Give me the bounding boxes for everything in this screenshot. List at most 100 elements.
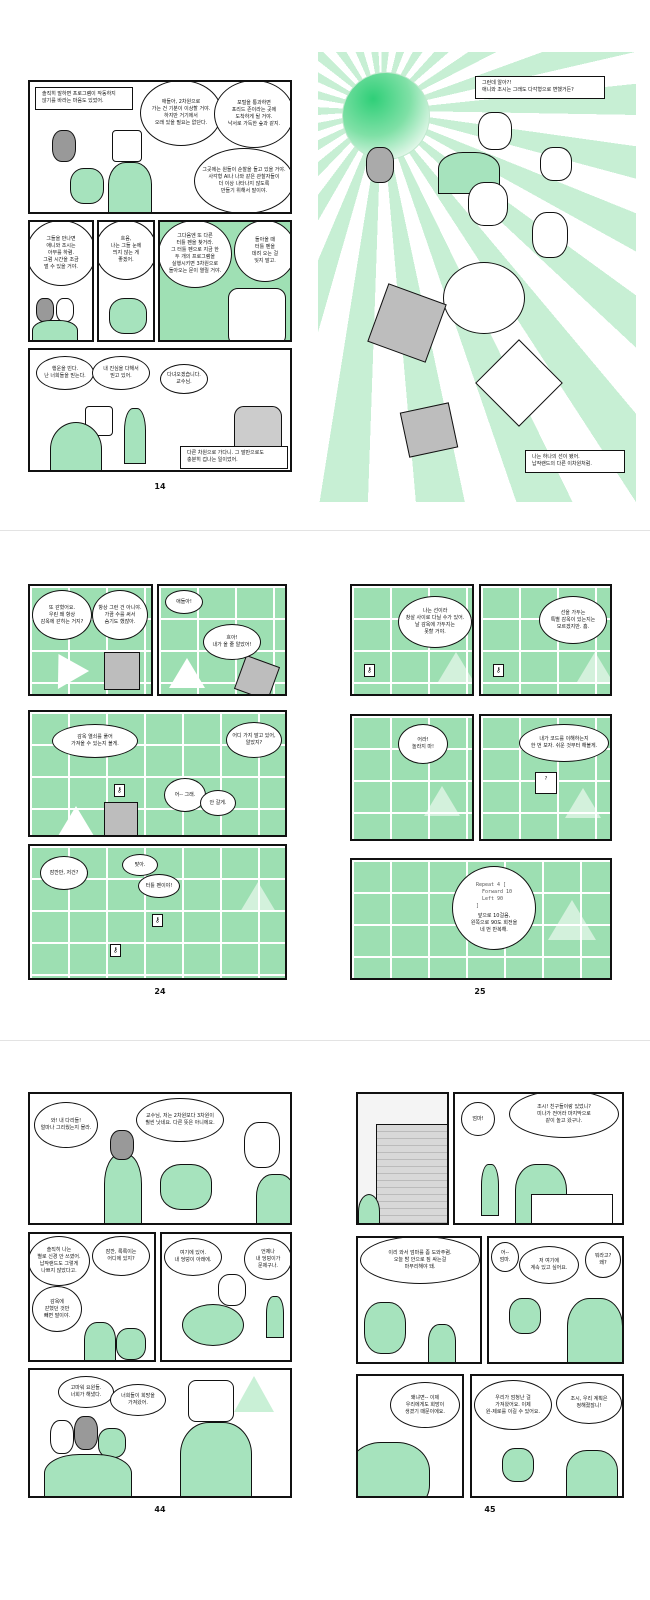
speech-bubble: 조시, 우리 계획은 정해졌잖니! — [556, 1382, 622, 1424]
page-number: 24 — [154, 987, 166, 996]
speech-bubble: 와! 내 다리들! 얼마나 그리웠는지 몰라. — [34, 1102, 98, 1148]
moving-box — [531, 1194, 613, 1223]
caption-box: 솔직히 말하면 프로그램이 작동하지 않기를 바라는 마음도 있었어. — [35, 87, 133, 110]
speech-bubble: 조시! 친구들이랑 있었니? 미나가 전어라 마지막으로 같이 놀고 왔구나. — [509, 1094, 619, 1138]
speech-bubble: 어-- 그래. — [164, 778, 206, 812]
panel-5: 행운을 빈다. 난 너희들을 믿는다. 내 진심을 다해서 믿고 있어. 다녀오… — [28, 348, 292, 472]
panel-2: 솔직히 나는 별로 신경 안 쓰였어. 납작랜드도 그렇게 나쁘지 않았다고. … — [28, 1232, 156, 1362]
character-square — [104, 652, 140, 690]
panel-3: 감옥 열쇠를 풀어 가져올 수 있는지 볼게. 어디 가지 말고 있어, 알았지… — [28, 710, 287, 837]
character-professor-head — [110, 1130, 134, 1160]
panel-4: 잠깐만, 저건? 맞아. 터틀 펜이야! ⚷ ⚷ — [28, 844, 287, 980]
page-15: 그런데 알아?! 애니와 조시는 그래도 다각형으로 변했거든? 나는 하나의 … — [318, 52, 636, 502]
speech-bubble: 왜냐면-- 이제 우리에게도 희망이 생겼기 때문이에요. — [390, 1382, 460, 1428]
character-circle-shape — [443, 262, 525, 334]
panel-1: 솔직히 말하면 프로그램이 작동하지 않기를 바라는 마음도 있었어. 애들아,… — [28, 80, 292, 214]
character-professor — [84, 1322, 116, 1360]
turtle-pen-triangle — [565, 788, 601, 818]
page-number: 14 — [154, 482, 166, 491]
character-girl — [481, 1164, 499, 1216]
panel-3: 이리 와서 엄마를 좀 도와주렴. 오늘 밤 안으로 짐 싸는걸 마무리해야 돼… — [356, 1236, 482, 1364]
speech-bubble: 어디 가지 말고 있어, 알았지? — [226, 722, 282, 758]
speech-bubble: 흐음, 나는 그들 눈에 띄지 않는 게 좋겠어. — [99, 222, 153, 280]
panel-2: 그들을 만나면 애니와 조시는 아부를 하렴. 그럼 시간을 조금 벌 수 있을… — [28, 220, 94, 342]
speech-bubble: 그곳에는 원들이 순찰을 돌고 있을 거야. 사각형 AI나 나와 같은 관찰자… — [194, 148, 290, 212]
turtle-pen-triangle — [548, 900, 596, 940]
keyhole-lock-icon: ⚷ — [110, 944, 121, 957]
character-man-head — [244, 1122, 280, 1168]
speech-bubble: 다녀오겠습니다. 교수님. — [160, 364, 208, 394]
character-boy-head — [218, 1274, 246, 1306]
character-square-ai — [188, 1380, 234, 1422]
panel-4: 고마워 요원들. 너희가 해냈다. 너희들이 희망을 가져왔어. — [28, 1368, 292, 1498]
character-mother — [428, 1324, 456, 1362]
speech-bubble: 애들아! — [165, 590, 203, 614]
tree — [358, 1194, 380, 1223]
speech-bubble: 우리가 엄청난 걸 가져왔어요. 이제 원-제로를 이길 수 있어요. — [474, 1380, 552, 1430]
panel-1: 나는 선이라 창살 사이로 다닐 수가 있어. 날 감옥에 가두지는 못할 거야… — [350, 584, 474, 696]
character-body — [32, 320, 78, 340]
character-square-small — [399, 402, 459, 458]
speech-bubble: 감옥 열쇠를 풀어 가져올 수 있는지 볼게. — [52, 724, 138, 758]
divider — [0, 1040, 650, 1041]
character-professor — [104, 1154, 142, 1223]
character-annie — [266, 1296, 284, 1338]
characters-bodies — [44, 1454, 132, 1496]
character-square-ai — [367, 283, 447, 363]
speech-bubble: 포털을 통과하면 포리드 존이라는 곳에 도착하게 될 거야. 낙서로 가득한 … — [214, 82, 290, 148]
speech-bubble: 잠깐만, 저건? — [40, 856, 88, 890]
speech-bubble: 흐아! 내가 올 줄 알았어! — [203, 624, 261, 660]
character-square — [233, 654, 281, 694]
divider — [0, 530, 650, 531]
speech-bubble: 맞아. — [122, 854, 158, 876]
panel-4: 내가 코드를 이해하는지 한 번 보자. 쉬운 것부터 해볼게. ? — [479, 714, 612, 841]
panel-1 — [356, 1092, 449, 1225]
character-annie — [540, 147, 572, 181]
speech-bubble: 애들아, 2차원으로 가는 건 기분이 이상할 거야. 하지만 거기에서 오래 … — [140, 82, 222, 146]
panel-3: 어라! 놀라지 마! — [350, 714, 474, 841]
speech-bubble: 그들을 만나면 애니와 조시는 아부를 하렴. 그럼 시간을 조금 벌 수 있을… — [30, 222, 92, 286]
spread-pages-44-45: 와! 내 다리들! 얼마나 그리웠는지 몰라. 교수님, 저는 2차원보다 3차… — [14, 1068, 636, 1538]
speech-bubble: 어-- 엄마. — [491, 1242, 519, 1272]
speech-bubble: 선을 가두는 특별 감옥이 있는지는 모르겠지만. 흠. — [539, 596, 607, 644]
page-number: 45 — [484, 1505, 496, 1514]
speech-bubble: 돌아올 때 터틀 펜을 데려 오는 걸 잊지 말고. — [234, 222, 290, 282]
question-box: ? — [535, 772, 557, 794]
character-girl — [160, 1164, 212, 1210]
character-mother — [567, 1298, 622, 1362]
portal-sphere — [342, 72, 430, 160]
speech-bubble: 엄마! — [461, 1102, 495, 1136]
character-girl — [50, 422, 102, 470]
keyhole-lock-icon: ⚷ — [152, 914, 163, 927]
panel-2: 애들아! 흐아! 내가 올 줄 알았어! — [157, 584, 287, 696]
page-number: 25 — [474, 987, 486, 996]
character-triangle — [42, 645, 90, 689]
panel-3: 여기에 있어. 내 엉덩이 아래에. 언제나 내 엉덩이가 문제구나. — [160, 1232, 292, 1362]
character-triangle — [475, 339, 563, 427]
speech-bubble: 감옥에 갇혔던 것만 빼면 말이야. — [32, 1286, 82, 1332]
character-girl — [70, 168, 104, 204]
turtle-pen-triangle — [577, 652, 610, 682]
panel-5: Repeat 4 [ Forward 10 Left 90 ] 앞으로 10걸음… — [350, 858, 612, 980]
speech-bubble-code: Repeat 4 [ Forward 10 Left 90 ] 앞으로 10걸음… — [452, 866, 536, 950]
code-explanation: 앞으로 10걸음, 왼쪽으로 90도 회전을 네 번 반복해. — [470, 913, 518, 933]
character-triangle — [169, 658, 205, 688]
character-girl — [509, 1298, 541, 1334]
character-professor — [36, 298, 54, 322]
panel-3: 흐음, 나는 그들 눈에 띄지 않는 게 좋겠어. — [97, 220, 155, 342]
character-girl-closeup — [358, 1442, 430, 1496]
speech-bubble: 교수님, 저는 2차원보다 3차원이 훨씬 낫네요. 다른 뜻은 아니에요. — [136, 1098, 224, 1142]
turtle-pen-triangle — [424, 786, 460, 816]
panel-6: 우리가 엄청난 걸 가져왔어요. 이제 원-제로를 이길 수 있어요. 조시, … — [470, 1374, 624, 1498]
speech-bubble: 언제나 내 엉덩이가 문제구나. — [244, 1238, 290, 1280]
speech-bubble: 잠깐, 록록이는 어디에 있지? — [92, 1236, 150, 1276]
turtle-code: Repeat 4 [ Forward 10 Left 90 ] — [475, 882, 513, 909]
speech-bubble: 너희들이 희망을 가져왔어. — [110, 1384, 166, 1416]
panel-2: 엄마! 조시! 친구들이랑 있었니? 미나가 전어라 마지막으로 같이 놀고 왔… — [453, 1092, 624, 1225]
speech-bubble: 어라! 놀라지 마! — [398, 724, 448, 764]
character-boy-falling — [478, 112, 512, 150]
speech-bubble: 고마워 요원들. 너희가 해냈다. — [58, 1376, 114, 1408]
panel-2: 선을 가두는 특별 감옥이 있는지는 모르겠지만. 흠. ⚷ — [479, 584, 612, 696]
speech-bubble: 저 여기에 계속 있고 싶어요. — [519, 1246, 579, 1284]
character-girl — [109, 298, 147, 334]
